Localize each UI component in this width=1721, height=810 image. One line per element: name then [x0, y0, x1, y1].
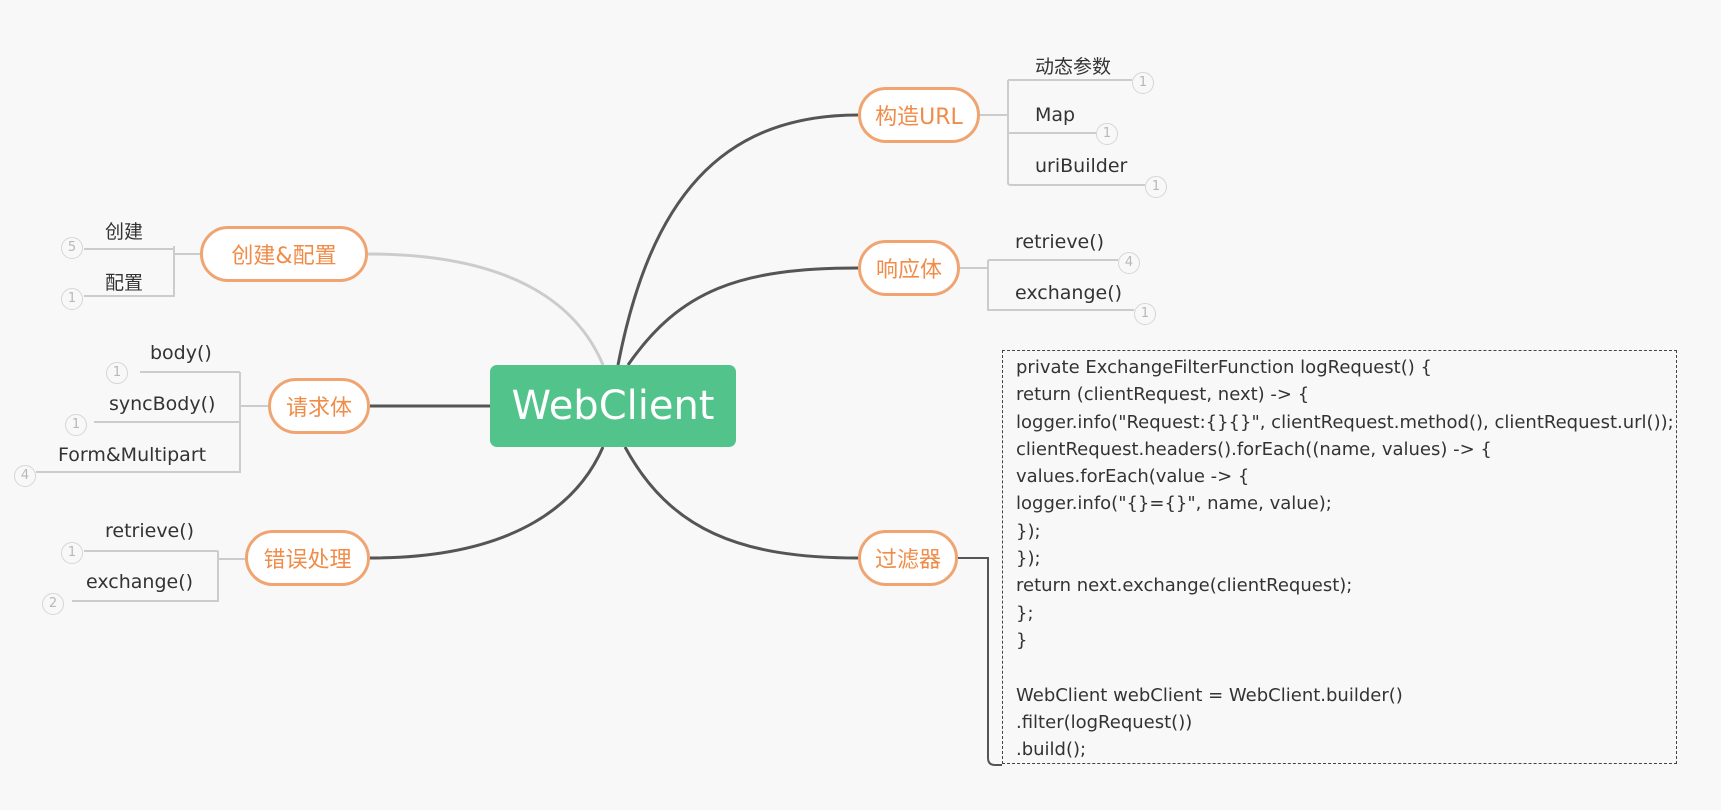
leaf-form-multipart[interactable]: Form&Multipart [58, 444, 207, 466]
topic-error-handling[interactable]: 错误处理 [245, 530, 370, 586]
code-line: clientRequest.headers().forEach((name, v… [1016, 438, 1492, 460]
branch-error-handling [369, 446, 605, 560]
topic-response-body[interactable]: 响应体 [858, 240, 960, 296]
count-badge[interactable]: 1 [61, 542, 83, 564]
leaf-syncbody[interactable]: syncBody() [109, 393, 216, 415]
topic-label: 构造URL [875, 105, 963, 130]
leaf-exchange[interactable]: exchange() [1015, 282, 1123, 304]
count-badge[interactable]: 2 [42, 593, 64, 615]
code-line: }; [1016, 602, 1034, 624]
count-badge[interactable]: 1 [1134, 303, 1156, 325]
topic-create-config[interactable]: 创建&配置 [200, 226, 368, 282]
code-line: }); [1016, 548, 1041, 570]
leaf-exchange[interactable]: exchange() [86, 571, 194, 593]
topic-label: 响应体 [875, 258, 942, 283]
topic-build-url[interactable]: 构造URL [858, 87, 980, 143]
count-badge[interactable]: 4 [1118, 252, 1140, 274]
code-line: .filter(logRequest()) [1016, 711, 1193, 733]
count-badge[interactable]: 4 [14, 465, 36, 487]
leaf-map[interactable]: Map [1035, 104, 1076, 126]
branch-create-config [367, 252, 605, 366]
code-line: logger.info("Request:{}{}", clientReques… [1016, 411, 1674, 433]
count-badge[interactable]: 1 [1096, 123, 1118, 145]
central-topic[interactable]: WebClient [490, 365, 736, 447]
leaf-dynamic-params[interactable]: 动态参数 [1035, 56, 1112, 78]
count-badge[interactable]: 1 [106, 362, 128, 384]
branch-filter [623, 446, 859, 560]
leaf-create[interactable]: 创建 [105, 221, 144, 243]
count-badge[interactable]: 1 [1145, 176, 1167, 198]
leaf-uribuilder[interactable]: uriBuilder [1035, 155, 1128, 177]
code-line: values.forEach(value -> { [1016, 466, 1250, 488]
count-badge[interactable]: 1 [65, 414, 87, 436]
topic-label: 创建&配置 [231, 244, 337, 269]
topic-label: 错误处理 [263, 548, 352, 573]
code-line: } [1016, 629, 1028, 651]
branch-build-url [616, 113, 859, 366]
code-line: }); [1016, 520, 1041, 542]
leaf-retrieve[interactable]: retrieve() [105, 520, 195, 542]
code-line [1016, 654, 1676, 681]
code-line: private ExchangeFilterFunction logReques… [1016, 357, 1432, 378]
central-topic-label: WebClient [511, 383, 715, 429]
code-line: WebClient webClient = WebClient.builder(… [1016, 684, 1403, 706]
topic-filter[interactable]: 过滤器 [858, 530, 958, 586]
code-line: return (clientRequest, next) -> { [1016, 384, 1310, 406]
code-line: logger.info("{}={}", name, value); [1016, 493, 1332, 515]
leaf-config[interactable]: 配置 [105, 272, 144, 294]
leaf-body[interactable]: body() [150, 342, 212, 364]
leaf-retrieve[interactable]: retrieve() [1015, 231, 1105, 253]
count-badge[interactable]: 1 [61, 288, 83, 310]
filter-code-note[interactable]: private ExchangeFilterFunction logReques… [1002, 350, 1677, 764]
count-badge[interactable]: 5 [61, 237, 83, 259]
code-line: .build(); [1016, 739, 1087, 761]
branch-response-body [626, 266, 859, 366]
topic-request-body[interactable]: 请求体 [268, 378, 370, 434]
topic-label: 过滤器 [874, 548, 941, 573]
topic-label: 请求体 [285, 396, 352, 421]
connector-filter-code [958, 557, 1002, 766]
code-line: return next.exchange(clientRequest); [1016, 575, 1353, 597]
count-badge[interactable]: 1 [1132, 72, 1154, 94]
